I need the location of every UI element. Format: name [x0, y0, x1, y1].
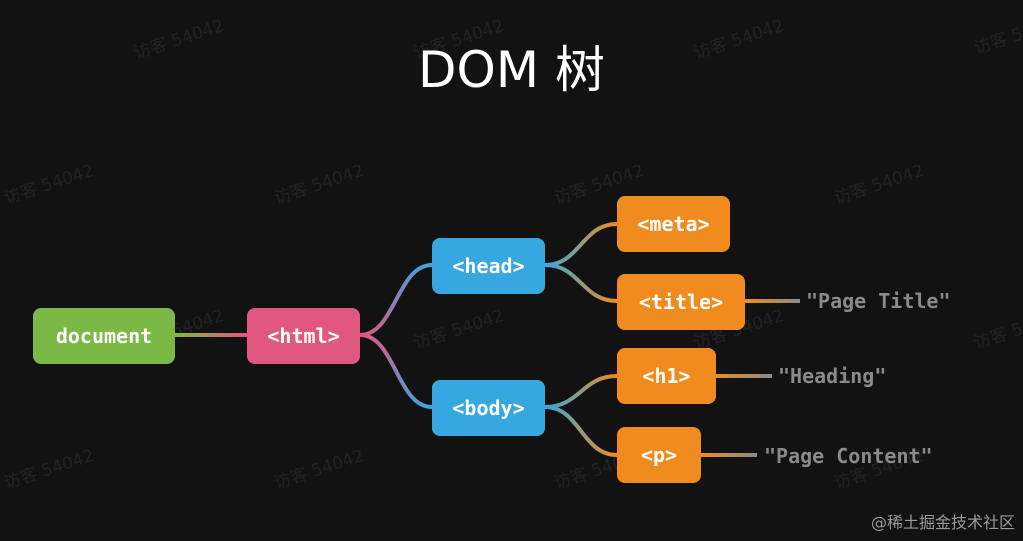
- node-body: <body>: [432, 380, 545, 436]
- node-h1: <h1>: [617, 348, 716, 404]
- node-document: document: [33, 308, 175, 364]
- edge-head-meta: [544, 222, 618, 267]
- node-html: <html>: [247, 308, 360, 364]
- node-p: <p>: [617, 427, 701, 483]
- edge-html-head: [359, 263, 433, 337]
- text-node-page-content: "Page Content": [764, 444, 933, 468]
- edge-body-h1: [544, 374, 618, 409]
- node-head: <head>: [432, 238, 545, 294]
- text-node-page-title: "Page Title": [806, 289, 951, 313]
- node-meta: <meta>: [617, 196, 730, 252]
- node-title: <title>: [617, 274, 745, 330]
- diagram-title: DOM 树: [418, 41, 605, 99]
- edge-html-body: [359, 333, 433, 409]
- edge-head-title: [544, 263, 618, 303]
- source-watermark: @稀土掘金技术社区: [870, 513, 1015, 532]
- text-node-heading: "Heading": [778, 364, 887, 388]
- edge-body-p: [544, 405, 618, 457]
